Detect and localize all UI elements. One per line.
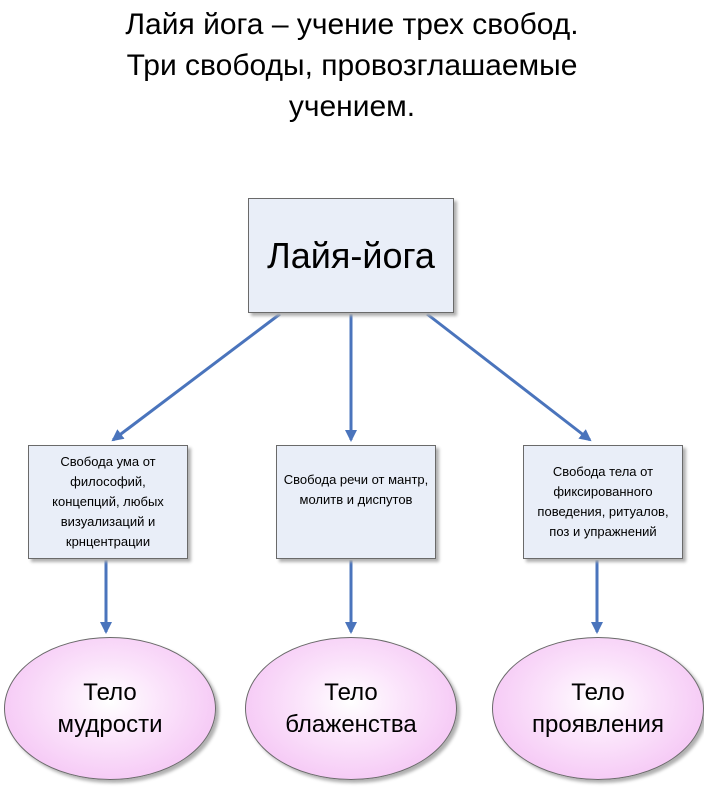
body-of-bliss-line-2: блаженства [285, 710, 417, 738]
freedom-of-mind-box: Свобода ума от философий, концепций, люб… [28, 445, 188, 559]
body-of-wisdom-line-2: мудрости [57, 710, 163, 738]
freedom-of-body-label: Свобода тела от фиксированного поведения… [537, 464, 669, 539]
freedom-of-speech-label: Свобода речи от мантр, молитв и диспутов [283, 472, 429, 507]
title-line-2: Три свободы, провозглашаемые [126, 49, 578, 82]
body-of-bliss-ellipse: Тело блаженства [245, 637, 457, 780]
title-line-3: учением. [288, 90, 416, 123]
body-of-manifestation-line-2: проявления [532, 710, 664, 738]
root-node-label: Лайя-йога [267, 234, 435, 276]
body-of-manifestation-ellipse: Тело проявления [492, 637, 704, 780]
body-of-bliss-line-1: Тело [324, 678, 378, 706]
root-node-laya-yoga: Лайя-йога [248, 198, 454, 313]
arrow-root-to-mind [111, 312, 281, 442]
freedom-of-mind-label: Свобода ума от философий, концепций, люб… [52, 454, 164, 549]
freedom-of-body-box: Свобода тела от фиксированного поведения… [523, 445, 683, 559]
body-of-manifestation-line-1: Тело [571, 678, 625, 706]
title-line-1: Лайя йога – учение трех свобод. [125, 8, 579, 41]
arrow-root-to-body [426, 312, 592, 442]
body-of-wisdom-line-1: Тело [83, 678, 137, 706]
body-of-wisdom-ellipse: Тело мудрости [4, 637, 216, 780]
freedom-of-speech-box: Свобода речи от мантр, молитв и диспутов [276, 445, 436, 559]
diagram-title: Лайя йога – учение трех свобод. Три своб… [40, 4, 664, 127]
